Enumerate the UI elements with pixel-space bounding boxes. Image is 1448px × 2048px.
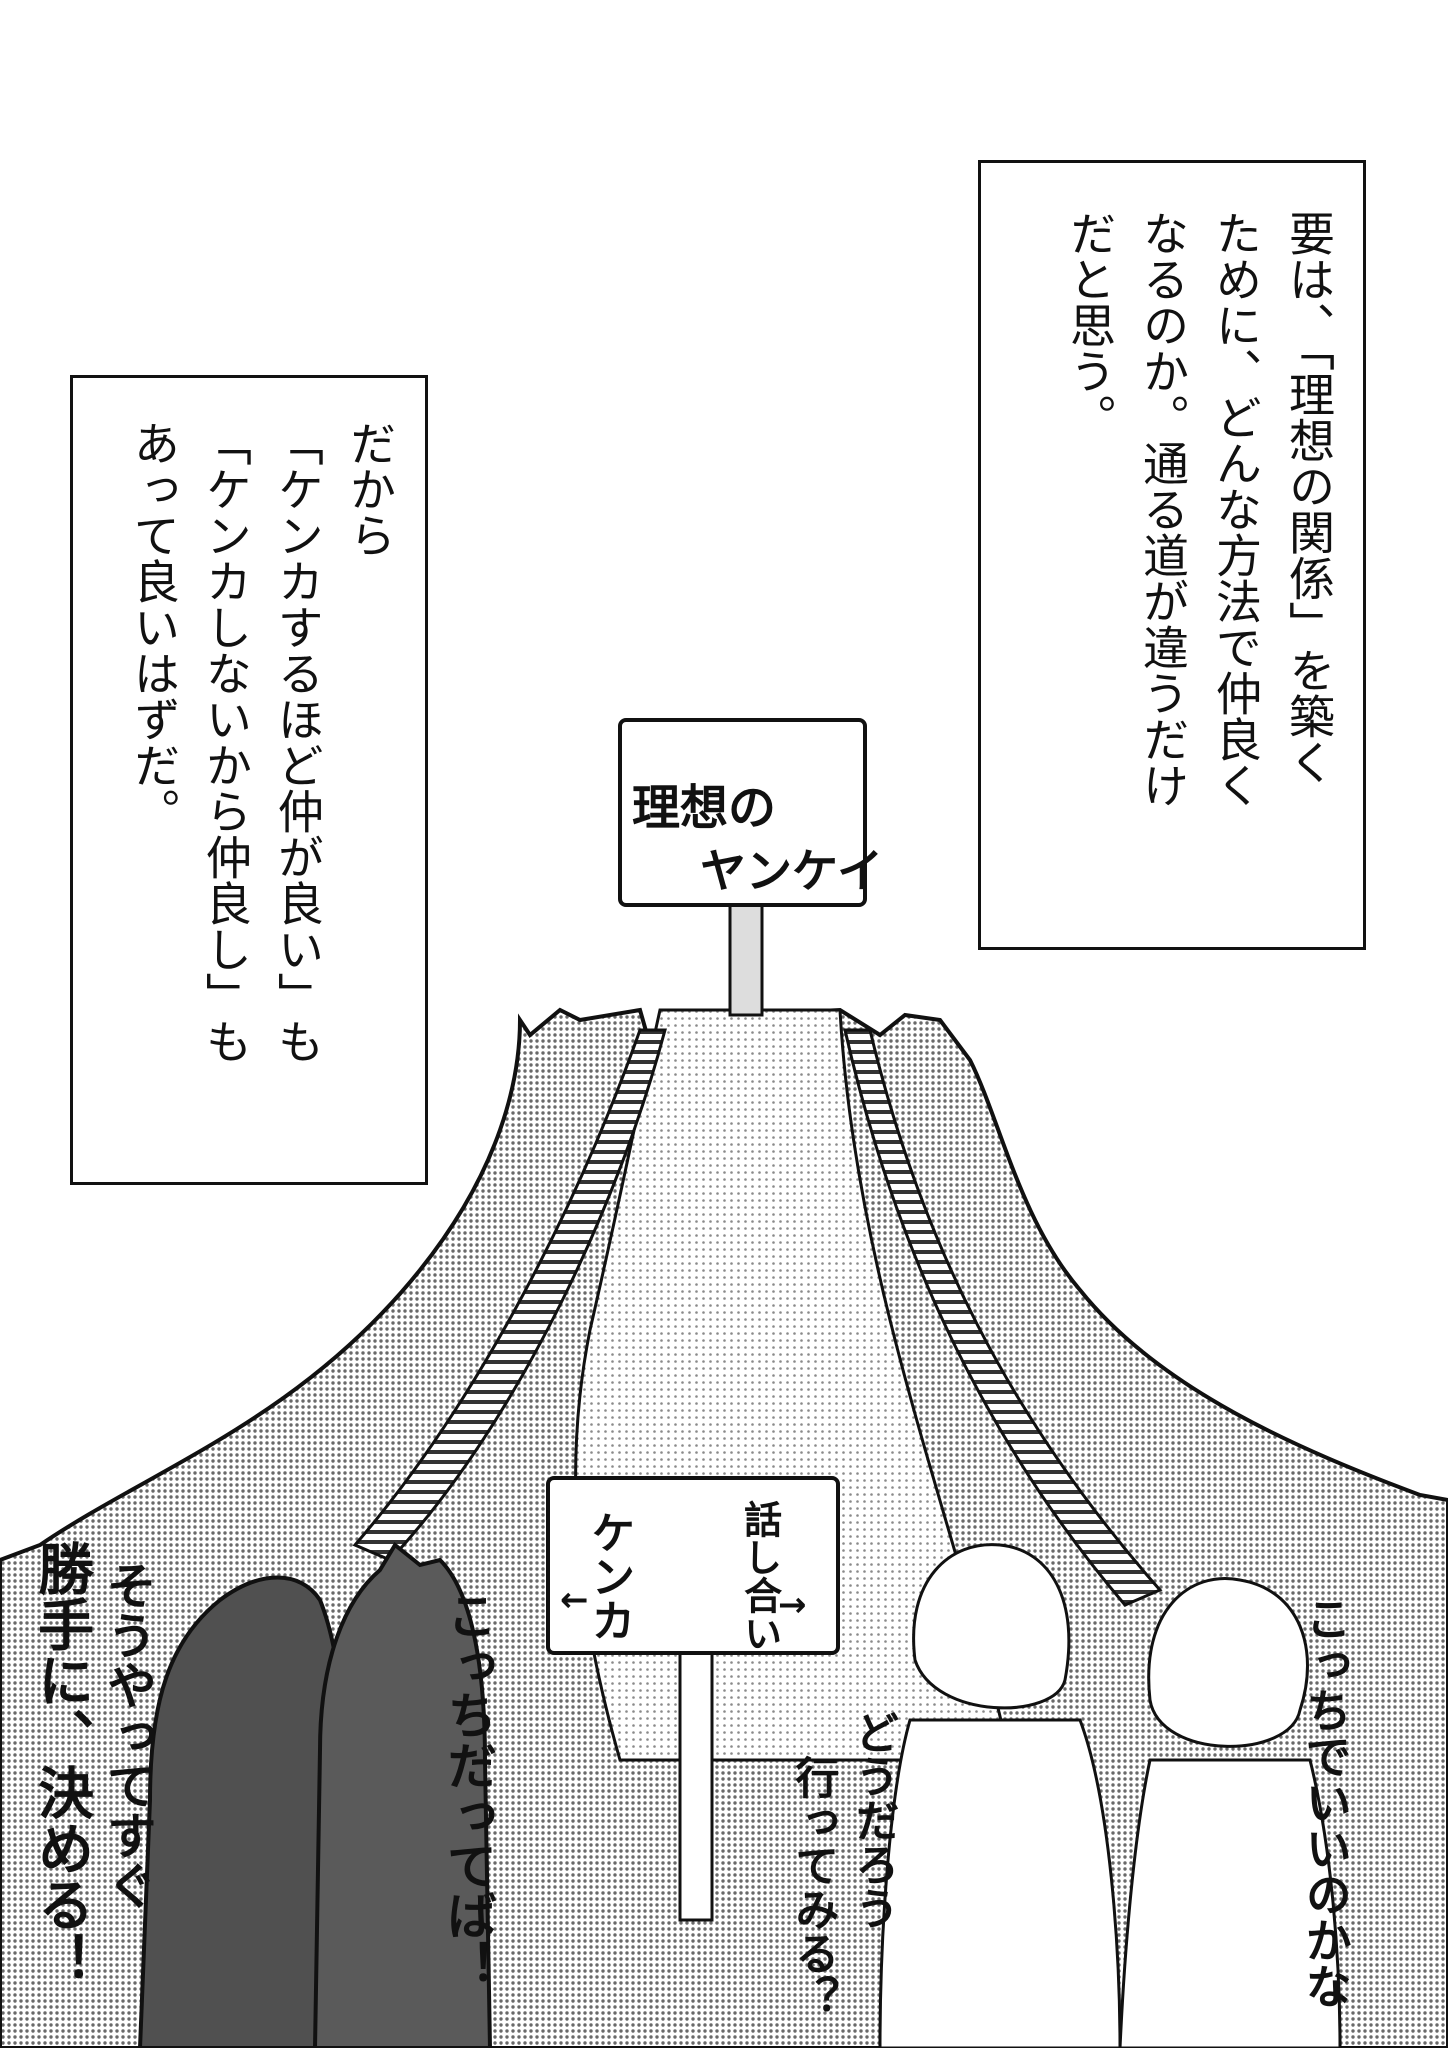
summit-sign-post: [728, 903, 764, 1017]
caption-left-line-4: あって良いはずだ。: [126, 420, 181, 834]
caption-right-line-4: だと思う。: [1063, 210, 1117, 440]
caption-left-line-2: 「ケンカするほど仲が良い」も: [270, 420, 325, 1064]
caption-right-line-3: なるのか。通る道が違うだけ: [1136, 210, 1190, 808]
crossroad-sign-right-label: 話し合い: [737, 1500, 782, 1652]
right-stairway: [843, 1028, 1163, 1607]
speech-left-outer-line-2: そうやってすぐ: [99, 1560, 157, 1910]
silhouette-right: [312, 1542, 493, 2048]
summit-sign-board: [618, 718, 867, 907]
caption-right-line-2: ために、どんな方法で仲良く: [1209, 210, 1263, 808]
speech-left-outer-line-1: 勝手に、決める！: [28, 1540, 94, 1988]
speech-right-middle-line-1: どうだろう: [847, 1710, 899, 1930]
person-right-middle-head: [912, 1543, 1071, 1710]
summit-sign-line-1: 理想の: [632, 780, 777, 836]
crossroad-sign-post: [678, 1618, 714, 1922]
person-right-outer-head: [1147, 1577, 1309, 1748]
person-right-middle-body: [878, 1718, 1122, 2048]
person-right-outer-body: [1118, 1758, 1342, 2048]
caption-box-left: [70, 375, 428, 1185]
crossroad-sign-board: [546, 1476, 840, 1655]
caption-box-right: [978, 160, 1366, 950]
crossroad-sign-right-arrow: →: [778, 1585, 807, 1625]
speech-right-outer: こっちでいいのかな: [1298, 1595, 1353, 2009]
caption-right-line-1: 要は、「理想の関係」を築く: [1282, 210, 1336, 785]
summit-sign-line-2: ヤンケイ: [700, 844, 884, 898]
caption-left-line-1: だから: [342, 420, 397, 558]
speech-left-inner: こっちだってば！: [439, 1590, 497, 1990]
crossroad-sign-left-label: ケンカ: [583, 1510, 635, 1642]
caption-left-line-3: 「ケンカしないから仲良し」も: [198, 420, 253, 1064]
crossroad-sign-left-arrow: ←: [560, 1580, 589, 1620]
speech-right-middle-line-2: 行ってみる？: [787, 1755, 839, 2019]
